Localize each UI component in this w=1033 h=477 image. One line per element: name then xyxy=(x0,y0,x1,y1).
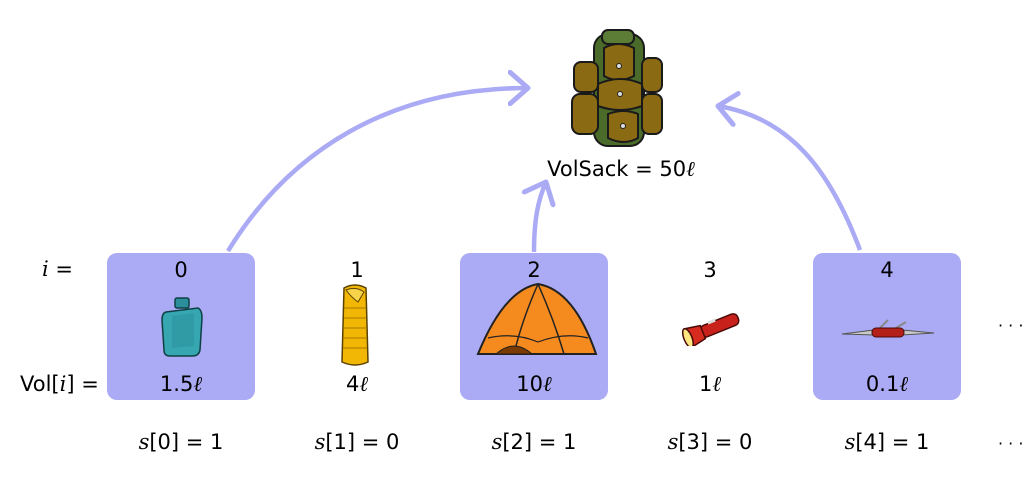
item-volume-unit-3: ℓ xyxy=(712,372,722,396)
item-index-1: 1 xyxy=(350,258,364,282)
backpack-icon xyxy=(571,29,663,147)
item-volume-unit-4: ℓ xyxy=(899,372,909,396)
sack-label-unit: ℓ xyxy=(686,157,695,181)
index-var: i xyxy=(42,257,49,281)
item-index-0: 0 xyxy=(174,258,188,282)
selection-4: s[4] = 1 xyxy=(845,430,930,454)
arrow-item-2 xyxy=(534,182,546,253)
selection-1: s[1] = 0 xyxy=(315,430,400,454)
ellipsis-items: · · · xyxy=(998,316,1024,335)
item-volume-value-2: 10 xyxy=(516,372,543,396)
selection-expr-0: [0] = 1 xyxy=(149,430,224,454)
selection-expr-2: [2] = 1 xyxy=(502,430,577,454)
item-index-3: 3 xyxy=(703,258,717,282)
item-volume-value-0: 1.5 xyxy=(159,372,194,396)
sack-label-text: VolSack = 50 xyxy=(547,157,687,181)
selection-3: s[3] = 0 xyxy=(668,430,753,454)
pocket-knife-icon xyxy=(841,319,935,338)
sack-volume-label: VolSack = 50ℓ xyxy=(547,157,695,181)
item-box-4 xyxy=(813,253,961,400)
selection-var-0: s xyxy=(138,430,150,454)
item-volume-value-3: 1 xyxy=(698,372,713,396)
item-volume-value-4: 0.1 xyxy=(865,372,900,396)
vol-prefix: Vol[ xyxy=(20,372,60,396)
item-index-4: 4 xyxy=(880,258,894,282)
canteen-icon xyxy=(161,297,203,357)
item-index-2: 2 xyxy=(527,258,541,282)
selection-var-3: s xyxy=(667,430,679,454)
selection-var-2: s xyxy=(491,430,503,454)
selection-0: s[0] = 1 xyxy=(139,430,224,454)
tent-icon xyxy=(476,282,598,355)
item-volume-3: 1ℓ xyxy=(699,372,721,396)
vol-suffix: ] = xyxy=(66,372,99,396)
arrow-item-0 xyxy=(226,88,528,253)
volume-row-label: Vol[i] = xyxy=(20,372,99,396)
ellipsis-selection: · · · xyxy=(998,434,1024,453)
selection-expr-4: [4] = 1 xyxy=(855,430,930,454)
item-volume-2: 10ℓ xyxy=(516,372,551,396)
selection-expr-3: [3] = 0 xyxy=(678,430,753,454)
selection-expr-1: [1] = 0 xyxy=(325,430,400,454)
item-volume-0: 1.5ℓ xyxy=(160,372,202,396)
item-volume-unit-1: ℓ xyxy=(359,372,369,396)
arrow-item-4 xyxy=(718,106,863,251)
item-volume-unit-0: ℓ xyxy=(193,372,203,396)
selection-2: s[2] = 1 xyxy=(492,430,577,454)
sleeping-bag-icon xyxy=(341,284,369,366)
item-volume-value-1: 4 xyxy=(345,372,360,396)
item-volume-unit-2: ℓ xyxy=(542,372,552,396)
selection-var-1: s xyxy=(314,430,326,454)
item-volume-4: 0.1ℓ xyxy=(866,372,908,396)
vol-var: i xyxy=(59,372,67,396)
item-volume-1: 4ℓ xyxy=(346,372,368,396)
flashlight-icon xyxy=(681,313,740,346)
index-eq: = xyxy=(48,257,73,281)
index-row-label: i = xyxy=(42,257,73,281)
selection-var-4: s xyxy=(844,430,856,454)
